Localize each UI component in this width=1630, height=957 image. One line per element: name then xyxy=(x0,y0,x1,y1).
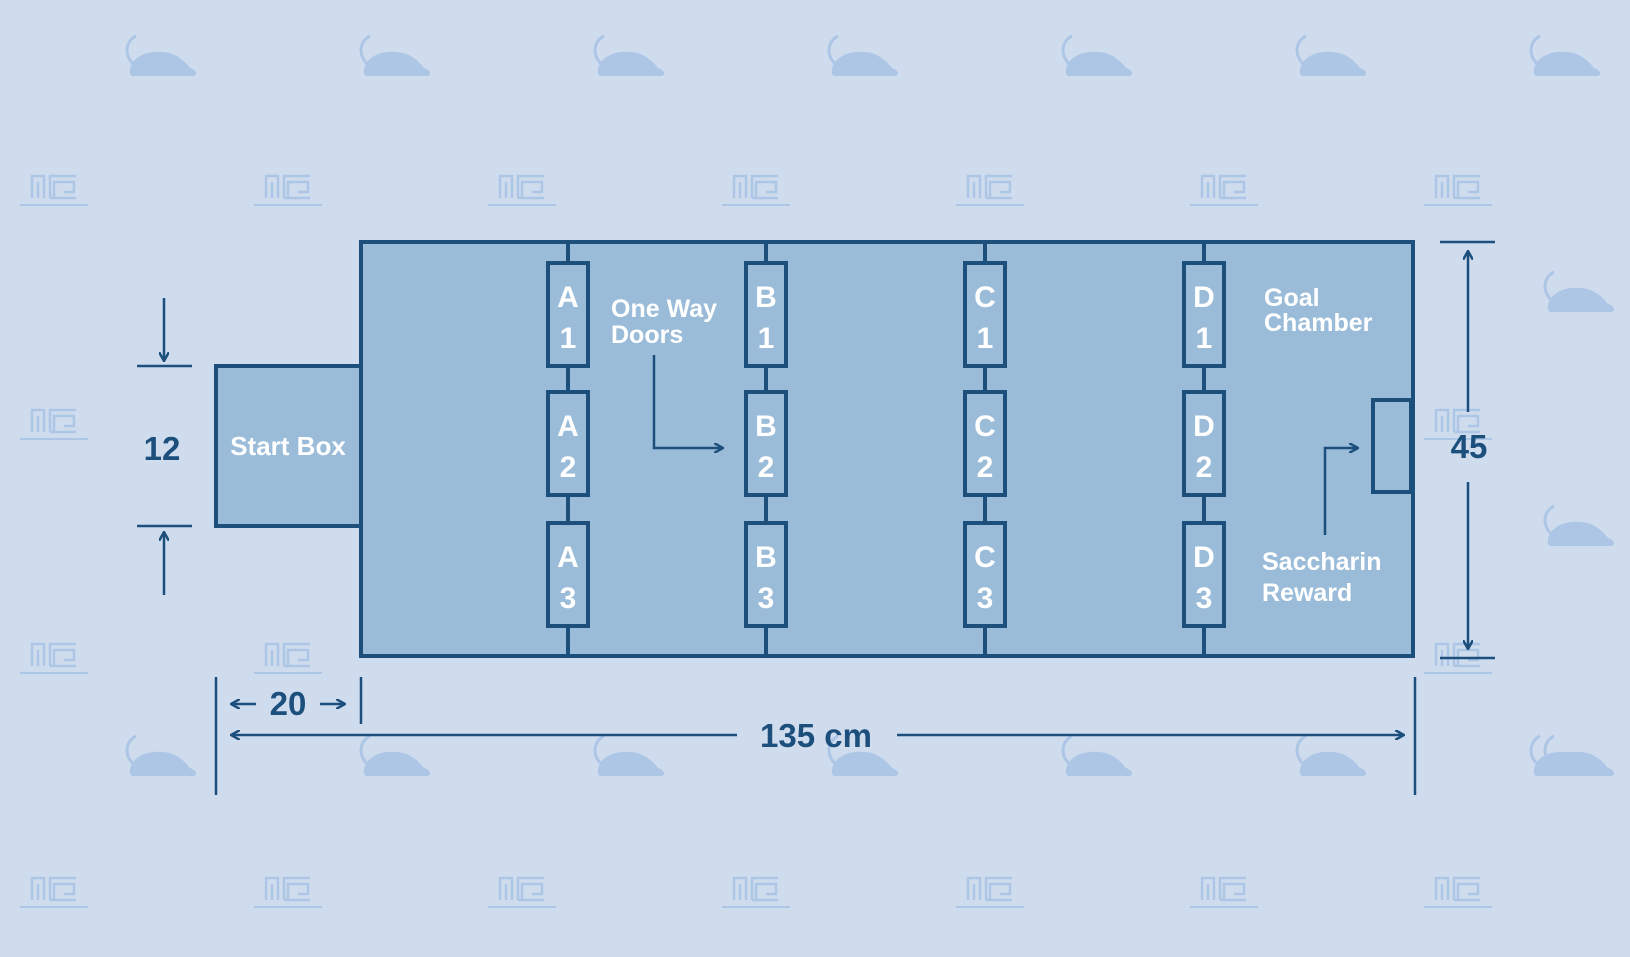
rat-icon xyxy=(593,34,665,76)
door-a3-number: 3 xyxy=(560,582,577,615)
door-c1 xyxy=(963,261,1007,368)
door-a3 xyxy=(546,521,590,628)
saccharin-arrow xyxy=(1323,448,1357,535)
one-way-doors-label-line2: Doors xyxy=(611,321,683,349)
door-b1-number: 1 xyxy=(758,322,775,355)
maze-logo-icon xyxy=(20,876,88,908)
maze-logo-icon xyxy=(722,174,790,206)
rat-icon xyxy=(359,34,431,76)
maze-logo-icon xyxy=(1190,174,1258,206)
door-c3 xyxy=(963,521,1007,628)
maze-logo-icon xyxy=(20,642,88,674)
door-b3-letter: B xyxy=(755,541,777,574)
door-a1-letter: A xyxy=(557,281,579,314)
door-a1-number: 1 xyxy=(560,322,577,355)
door-d2-letter: D xyxy=(1193,410,1215,443)
rat-icon xyxy=(1543,270,1615,312)
maze-chamber xyxy=(359,240,1415,658)
rat-icon xyxy=(827,734,899,776)
door-c1-number: 1 xyxy=(977,322,994,355)
rat-icon xyxy=(359,734,431,776)
door-b3 xyxy=(744,521,788,628)
door-b3-number: 3 xyxy=(758,582,775,615)
one-way-doors-label-line1: One Way xyxy=(611,295,717,323)
door-d1 xyxy=(1182,261,1226,368)
rat-icon xyxy=(1543,504,1615,546)
door-d3-number: 3 xyxy=(1196,582,1213,615)
maze-logo-icon xyxy=(1424,408,1492,440)
rat-icon xyxy=(1061,734,1133,776)
rat-icon xyxy=(1295,734,1367,776)
dim-135-label: 135 cm xyxy=(760,717,872,754)
start-box xyxy=(214,364,363,528)
maze-logo-icon xyxy=(1424,174,1492,206)
one-way-doors-arrow xyxy=(652,355,722,448)
door-a2 xyxy=(546,390,590,497)
start-box-label: Start Box xyxy=(230,431,346,461)
saccharin-label-line2: Reward xyxy=(1262,579,1352,607)
saccharin-label-line1: Saccharin xyxy=(1262,548,1382,576)
door-a2-letter: A xyxy=(557,410,579,443)
dim-12-label: 12 xyxy=(144,430,181,467)
maze-logo-icon xyxy=(254,174,322,206)
door-d3 xyxy=(1182,521,1226,628)
door-b1-letter: B xyxy=(755,281,777,314)
door-d2-number: 2 xyxy=(1196,451,1213,484)
door-c2 xyxy=(963,390,1007,497)
door-d3-letter: D xyxy=(1193,541,1215,574)
rat-icon xyxy=(1543,734,1615,776)
rat-icon xyxy=(125,34,197,76)
maze-logo-icon xyxy=(1190,876,1258,908)
door-a1 xyxy=(546,261,590,368)
rat-icon xyxy=(827,34,899,76)
door-b2-letter: B xyxy=(755,410,777,443)
maze-logo-icon xyxy=(254,876,322,908)
door-a3-letter: A xyxy=(557,541,579,574)
maze-logo-icon xyxy=(254,642,322,674)
rat-icon xyxy=(1061,34,1133,76)
door-d1-letter: D xyxy=(1193,281,1215,314)
maze-logo-icon xyxy=(488,876,556,908)
saccharin-reward-box xyxy=(1371,398,1413,494)
goal-chamber-label-line2: Chamber xyxy=(1264,309,1373,337)
door-a2-number: 2 xyxy=(560,451,577,484)
door-c2-number: 2 xyxy=(977,451,994,484)
door-b2-number: 2 xyxy=(758,451,775,484)
maze-logo-icon xyxy=(488,174,556,206)
maze-logo-icon xyxy=(722,876,790,908)
rat-icon xyxy=(593,734,665,776)
watermark-layer xyxy=(20,34,1615,908)
goal-chamber-label-line1: Goal xyxy=(1264,284,1320,312)
maze-logo-icon xyxy=(956,876,1024,908)
door-b2 xyxy=(744,390,788,497)
dim-20-label: 20 xyxy=(270,685,307,722)
rat-icon xyxy=(125,734,197,776)
door-d2 xyxy=(1182,390,1226,497)
door-b1 xyxy=(744,261,788,368)
maze-logo-icon xyxy=(20,174,88,206)
door-c1-letter: C xyxy=(974,281,996,314)
maze-logo-icon xyxy=(956,174,1024,206)
door-c2-letter: C xyxy=(974,410,996,443)
rat-icon xyxy=(1295,34,1367,76)
rat-icon xyxy=(1529,34,1601,76)
dim-45-label: 45 xyxy=(1451,428,1488,465)
door-d1-number: 1 xyxy=(1196,322,1213,355)
door-c3-number: 3 xyxy=(977,582,994,615)
door-c3-letter: C xyxy=(974,541,996,574)
maze-logo-icon xyxy=(20,408,88,440)
maze-logo-icon xyxy=(1424,876,1492,908)
